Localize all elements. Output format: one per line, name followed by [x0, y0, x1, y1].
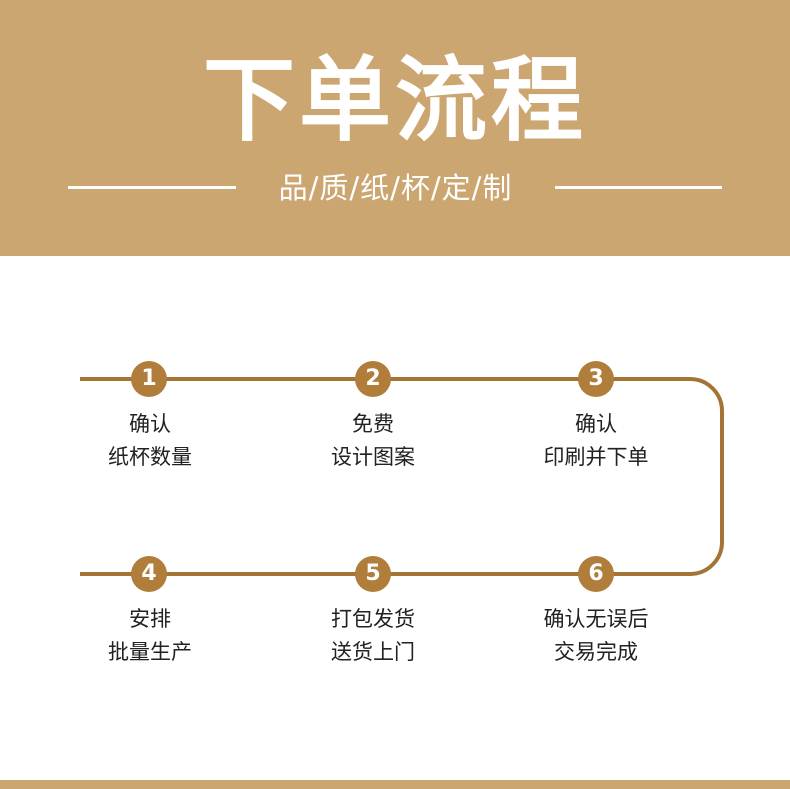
- step-2-line2: 设计图案: [331, 445, 415, 469]
- process-flow: 1 确认 纸杯数量 2 免费 设计图案 3 确认 印刷并下单 4 安排 批量生产…: [0, 256, 790, 786]
- step-5-line1: 打包发货: [331, 607, 415, 631]
- step-6-number: 6: [578, 556, 614, 592]
- step-2-line1: 免费: [352, 412, 394, 436]
- step-4-label: 安排 批量生产: [50, 603, 250, 669]
- step-5-label: 打包发货 送货上门: [273, 603, 473, 669]
- step-6-line1: 确认无误后: [543, 607, 649, 631]
- step-6-label: 确认无误后 交易完成: [496, 603, 696, 669]
- step-4-line1: 安排: [129, 607, 171, 631]
- process-connector-lines: [80, 377, 724, 576]
- step-2-number: 2: [355, 361, 391, 397]
- step-5-line2: 送货上门: [331, 640, 415, 664]
- step-3-label: 确认 印刷并下单: [496, 408, 696, 474]
- bottom-accent-bar: [0, 780, 790, 789]
- step-1-line2: 纸杯数量: [108, 445, 192, 469]
- step-3-number: 3: [578, 361, 614, 397]
- step-1-number: 1: [131, 361, 167, 397]
- page-subtitle: 品/质/纸/杯/定/制: [278, 171, 513, 205]
- step-5-number: 5: [355, 556, 391, 592]
- subtitle-divider-left: [68, 186, 236, 189]
- step-3-line1: 确认: [575, 412, 617, 436]
- step-2-label: 免费 设计图案: [273, 408, 473, 474]
- step-6-line2: 交易完成: [554, 640, 638, 664]
- step-3-line2: 印刷并下单: [543, 445, 649, 469]
- page-title: 下单流程: [202, 47, 587, 154]
- step-4-line2: 批量生产: [108, 640, 192, 664]
- step-1-line1: 确认: [129, 412, 171, 436]
- subtitle-divider-right: [555, 186, 722, 189]
- step-1-label: 确认 纸杯数量: [50, 408, 250, 474]
- header-banner: 下单流程 品/质/纸/杯/定/制: [0, 0, 790, 256]
- step-4-number: 4: [131, 556, 167, 592]
